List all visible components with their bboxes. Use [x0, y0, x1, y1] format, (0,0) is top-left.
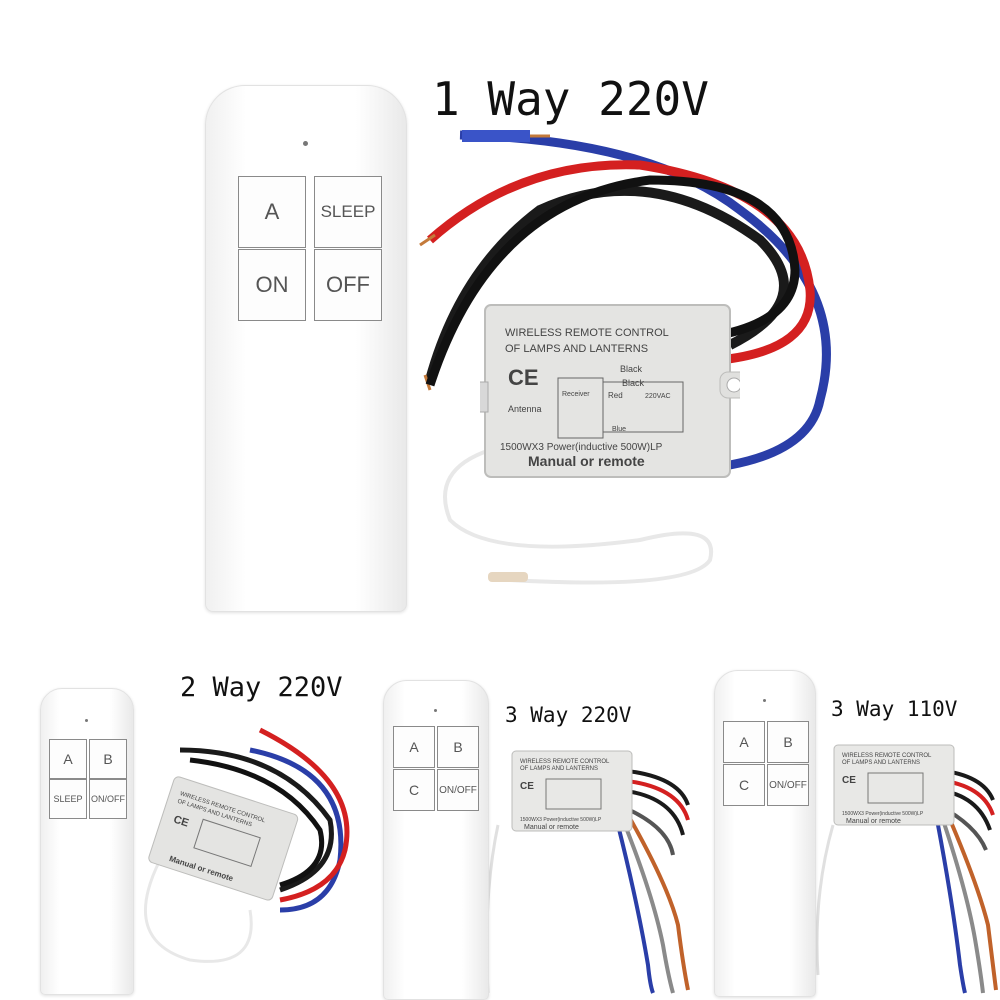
ce-mark-icon: CE — [842, 775, 856, 786]
ce-mark-icon: CE — [520, 781, 534, 792]
panel-label: 3 Way 220V — [505, 703, 632, 727]
box-power: 1500WX3 Power(inductive 500W)LP — [500, 442, 663, 453]
remote-control: A B C ON/OFF — [714, 670, 816, 997]
product-panel-3way-110v: 3 Way 110V WIRELESS REMOTE CONTROL OF LA… — [708, 665, 1000, 1000]
remote-button[interactable]: ON/OFF — [437, 769, 479, 811]
product-panel-3way-220v: 3 Way 220V WIRELESS REMOTE CONTROL OF LA… — [378, 665, 698, 1000]
remote-button[interactable]: A — [238, 176, 306, 248]
box-line1: WIRELESS REMOTE CONTROL — [520, 759, 610, 765]
box-line2: OF LAMPS AND LANTERNS — [505, 343, 648, 355]
box-voltage: 220VAC — [645, 393, 671, 400]
panel-label: 1 Way 220V — [432, 72, 709, 126]
panel-label: 2 Way 220V — [180, 672, 343, 703]
remote-button[interactable]: A — [393, 726, 435, 768]
indicator-led — [85, 719, 88, 722]
remote-button[interactable]: B — [89, 739, 127, 779]
box-line2: OF LAMPS AND LANTERNS — [520, 766, 598, 772]
box-power: 1500WX3 Power(inductive 500W)LP — [520, 817, 602, 823]
indicator-led — [434, 709, 437, 712]
ce-mark-icon: CE — [508, 365, 539, 390]
wire-label-red: Red — [608, 391, 623, 400]
wire-label-blue: Blue — [612, 426, 626, 433]
product-panel-2way-220v: 2 Way 220V WIRELESS REMOTE CONTROL OF LA… — [0, 660, 370, 1000]
box-mode: Manual or remote — [528, 453, 645, 469]
indicator-led — [763, 699, 766, 702]
box-line1: WIRELESS REMOTE CONTROL — [505, 327, 669, 339]
box-mode: Manual or remote — [524, 824, 579, 831]
remote-button[interactable]: OFF — [314, 249, 382, 321]
remote-button[interactable]: A — [49, 739, 87, 779]
box-antenna: Antenna — [508, 404, 542, 414]
box-line2: OF LAMPS AND LANTERNS — [842, 760, 920, 766]
receiver-module: WIRELESS REMOTE CONTROL OF LAMPS AND LAN… — [833, 744, 955, 826]
remote-button[interactable]: B — [437, 726, 479, 768]
remote-button[interactable]: C — [723, 764, 765, 806]
product-panel-1way-220v: 1 Way 220V WIRELESS REMOTE CONTROL OF LA… — [205, 72, 831, 612]
remote-button[interactable]: SLEEP — [49, 779, 87, 819]
indicator-led — [303, 141, 308, 146]
wire-label-black: Black — [620, 364, 643, 374]
receiver-module: WIRELESS REMOTE CONTROL OF LAMPS AND LAN… — [480, 304, 740, 478]
remote-control: A SLEEP ON OFF — [205, 85, 407, 612]
box-mode: Manual or remote — [846, 818, 901, 825]
remote-button[interactable]: C — [393, 769, 435, 811]
receiver-module: WIRELESS REMOTE CONTROL OF LAMPS AND LAN… — [511, 750, 633, 832]
receiver-wires — [144, 727, 350, 963]
receiver-module: WIRELESS REMOTE CONTROL OF LAMPS AND LAN… — [148, 776, 299, 901]
remote-button[interactable]: A — [723, 721, 765, 763]
remote-button[interactable]: ON — [238, 249, 306, 321]
remote-button[interactable]: B — [767, 721, 809, 763]
receiver-wires — [419, 130, 831, 585]
ce-mark-icon: CE — [172, 814, 190, 830]
remote-control: A B C ON/OFF — [383, 680, 489, 1000]
wire-label-black-2: Black — [622, 378, 645, 388]
remote-button[interactable]: SLEEP — [314, 176, 382, 248]
box-power: 1500WX3 Power(inductive 500W)LP — [842, 811, 924, 817]
remote-control: A B SLEEP ON/OFF — [40, 688, 134, 995]
remote-button[interactable]: ON/OFF — [89, 779, 127, 819]
box-receiver: Receiver — [562, 391, 590, 398]
box-line1: WIRELESS REMOTE CONTROL — [842, 753, 932, 759]
panel-label: 3 Way 110V — [831, 697, 958, 721]
remote-button[interactable]: ON/OFF — [767, 764, 809, 806]
